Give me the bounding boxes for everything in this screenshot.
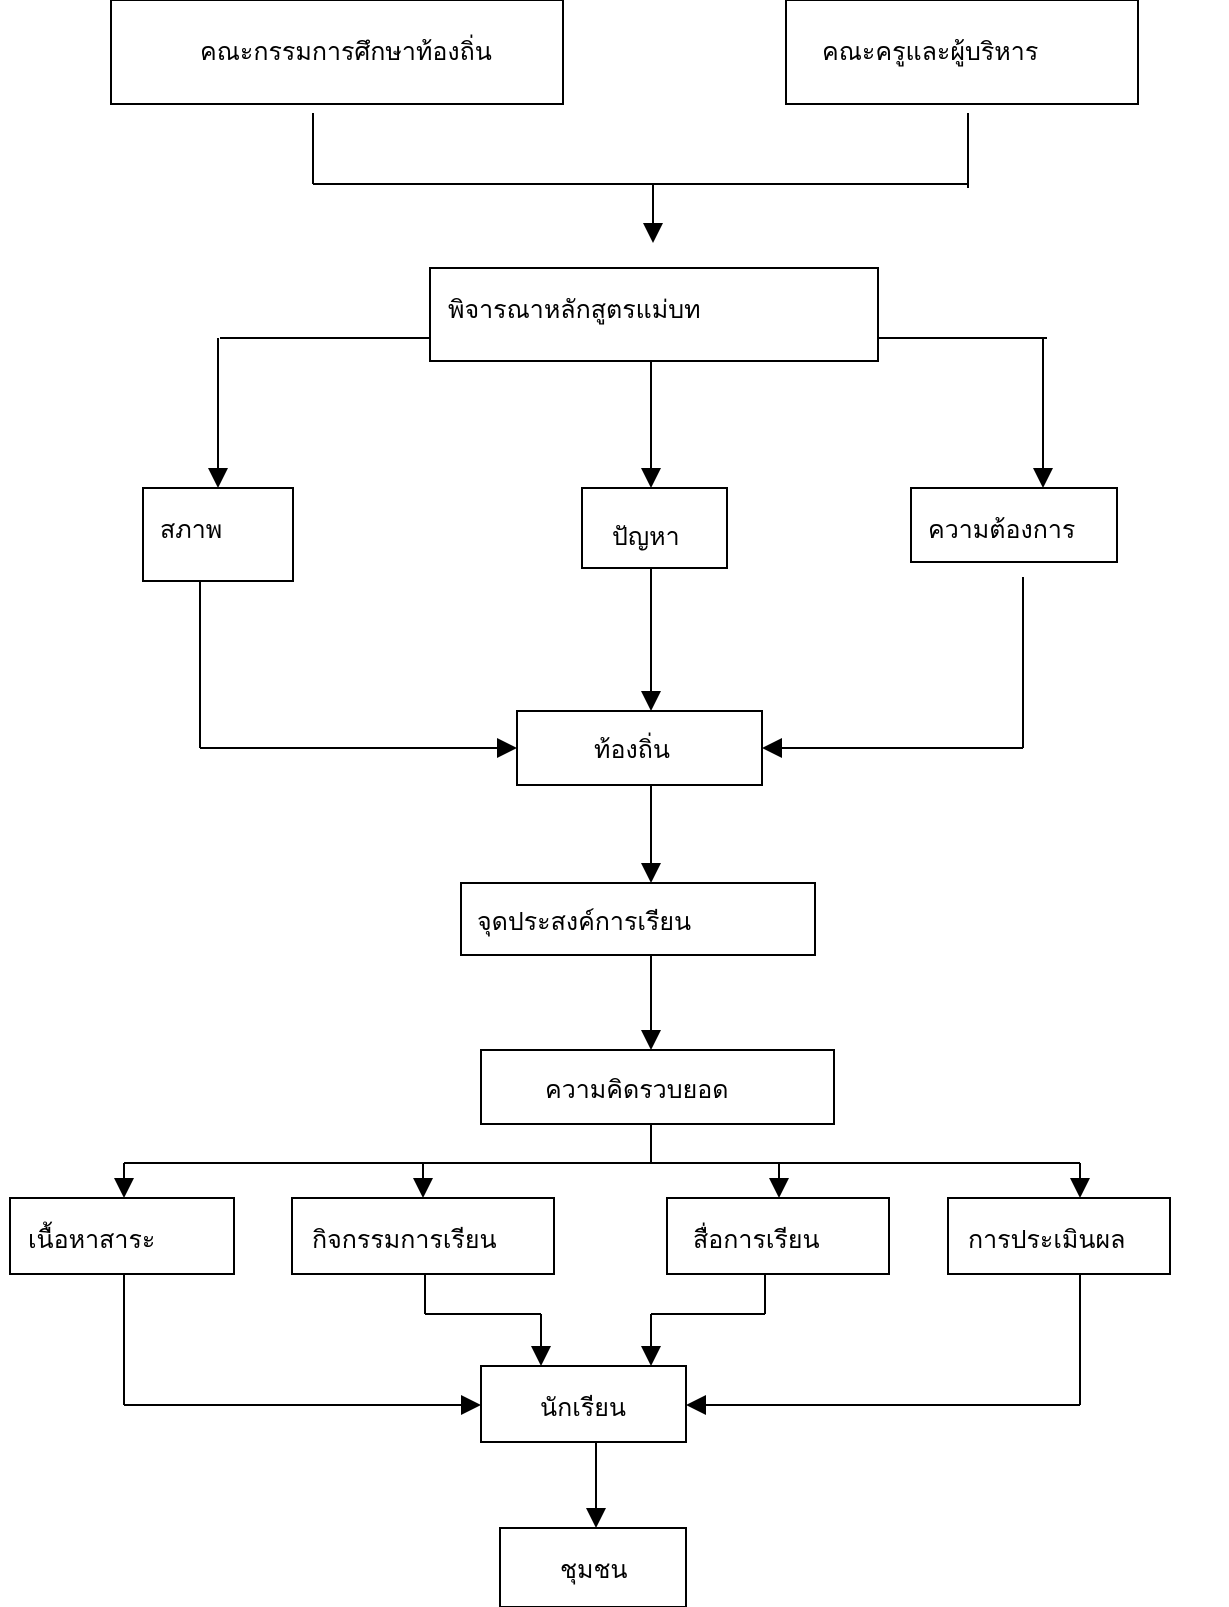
connector-local-to-objective xyxy=(641,785,661,883)
connector-concept-branches xyxy=(114,1124,1090,1198)
connector-curriculum-branches xyxy=(208,337,1053,488)
connector-objective-to-concept xyxy=(641,955,661,1050)
node-concept-label: ความคิดรวบยอด xyxy=(545,1075,728,1104)
arrowhead-down xyxy=(641,1346,661,1366)
connector-to-local xyxy=(199,568,1024,758)
connector-to-students xyxy=(123,1274,1081,1415)
connector-top-merge xyxy=(312,113,969,243)
arrowhead-right xyxy=(461,1395,481,1415)
node-problem: ปัญหา xyxy=(581,487,728,569)
node-media: สื่อการเรียน xyxy=(666,1197,890,1275)
arrowhead-down xyxy=(413,1178,433,1198)
arrowhead-down xyxy=(641,468,661,488)
connector-students-to-community xyxy=(586,1442,606,1528)
node-teachers: คณะครูและผู้บริหาร xyxy=(785,0,1139,105)
arrowhead-down xyxy=(641,1030,661,1050)
node-local-label: ท้องถิ่น xyxy=(594,732,670,764)
node-objective-label: จุดประสงค์การเรียน xyxy=(477,907,691,937)
arrowhead-left xyxy=(762,738,782,758)
node-needs-label: ความต้องการ xyxy=(928,515,1075,544)
node-activity: กิจกรรมการเรียน xyxy=(291,1197,555,1275)
arrowhead-left xyxy=(686,1395,706,1415)
arrowhead-down xyxy=(1070,1178,1090,1198)
node-community-label: ชุมชน xyxy=(560,1555,628,1585)
arrowhead-down xyxy=(531,1346,551,1366)
arrowhead-down xyxy=(641,863,661,883)
arrowhead-right xyxy=(497,738,517,758)
node-needs: ความต้องการ xyxy=(910,487,1118,563)
node-evaluation: การประเมินผล xyxy=(947,1197,1171,1275)
arrowhead-down xyxy=(1033,468,1053,488)
arrowhead-down xyxy=(769,1178,789,1198)
node-content-label: เนื้อหาสาระ xyxy=(28,1221,155,1254)
node-condition: สภาพ xyxy=(142,487,294,582)
arrowhead-down xyxy=(208,468,228,488)
node-committee: คณะกรรมการศึกษาท้องถิ่น xyxy=(110,0,564,105)
node-community: ชุมชน xyxy=(499,1527,687,1607)
node-concept: ความคิดรวบยอด xyxy=(480,1049,835,1125)
arrowhead-down xyxy=(586,1508,606,1528)
node-objective: จุดประสงค์การเรียน xyxy=(460,882,816,956)
node-media-label: สื่อการเรียน xyxy=(693,1222,820,1254)
arrowhead-down xyxy=(643,223,663,243)
node-curriculum: พิจารณาหลักสูตรแม่บท xyxy=(429,267,879,362)
node-curriculum-label: พิจารณาหลักสูตรแม่บท xyxy=(448,295,701,325)
arrowhead-down xyxy=(114,1178,134,1198)
arrowhead-down xyxy=(641,691,661,711)
node-content: เนื้อหาสาระ xyxy=(9,1197,235,1275)
node-problem-label: ปัญหา xyxy=(612,522,680,551)
node-local: ท้องถิ่น xyxy=(516,710,763,786)
node-students: นักเรียน xyxy=(480,1365,687,1443)
node-committee-label: คณะกรรมการศึกษาท้องถิ่น xyxy=(200,34,492,66)
node-students-label: นักเรียน xyxy=(540,1393,626,1422)
node-evaluation-label: การประเมินผล xyxy=(968,1225,1125,1254)
node-condition-label: สภาพ xyxy=(160,515,222,544)
node-activity-label: กิจกรรมการเรียน xyxy=(312,1225,497,1254)
node-teachers-label: คณะครูและผู้บริหาร xyxy=(822,37,1038,67)
